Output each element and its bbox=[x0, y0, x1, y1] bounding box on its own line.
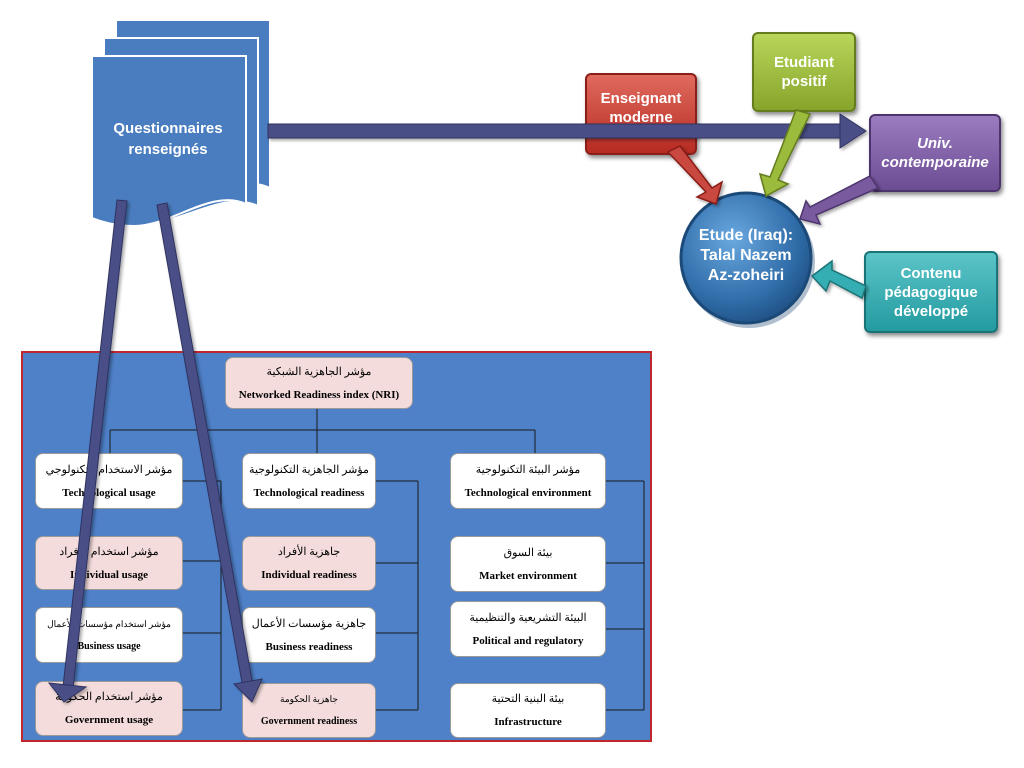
usage-head-en: Technological usage bbox=[62, 486, 156, 499]
readiness-head-node: مؤشر الجاهزية التكنولوجية Technological … bbox=[242, 453, 376, 509]
readiness-business-node: جاهزية مؤسسات الأعمال Business readiness bbox=[242, 607, 376, 663]
univ-line2: contemporaine bbox=[881, 154, 989, 171]
nri-diagram-panel: مؤشر الجاهزية الشبكية Networked Readines… bbox=[21, 351, 652, 742]
environment-head-node: مؤشر البيئة التكنولوجية Technological en… bbox=[450, 453, 606, 509]
environment-political-node: البيئة التشريعية والتنظيمية Political an… bbox=[450, 601, 606, 657]
etudiant-line2: positif bbox=[781, 73, 827, 90]
usage-government-ar: مؤشر استخدام الحكومة bbox=[55, 691, 163, 703]
environment-head-ar: مؤشر البيئة التكنولوجية bbox=[475, 463, 581, 476]
callout-etudiant-positif: Etudiant positif bbox=[752, 32, 856, 112]
usage-individual-en: Individual usage bbox=[70, 568, 148, 581]
study-circle bbox=[679, 191, 815, 328]
readiness-head-ar: مؤشر الجاهزية التكنولوجية bbox=[249, 463, 369, 476]
contenu-line1: Contenu bbox=[900, 264, 962, 282]
environment-market-en: Market environment bbox=[479, 569, 577, 582]
environment-infrastructure-node: بيئة البنية التحتية Infrastructure bbox=[450, 683, 606, 738]
nri-root-node: مؤشر الجاهزية الشبكية Networked Readines… bbox=[225, 357, 413, 409]
readiness-individual-node: جاهزية الأفراد Individual readiness bbox=[242, 536, 376, 591]
study-label-line1: Etude (Iraq): bbox=[698, 227, 794, 244]
usage-business-en: Business usage bbox=[77, 640, 141, 652]
callout-contenu-pedagogique: Contenu pédagogique développé bbox=[864, 251, 998, 333]
callout-univ-contemporaine: Univ. contemporaine bbox=[869, 114, 1001, 192]
etudiant-line1: Etudiant bbox=[774, 54, 834, 71]
contenu-line3: développé bbox=[893, 302, 969, 320]
readiness-government-node: جاهزية الحكومة Government readiness bbox=[242, 683, 376, 738]
readiness-individual-en: Individual readiness bbox=[261, 569, 357, 581]
nri-root-en: Networked Readiness index (NRI) bbox=[238, 388, 400, 401]
readiness-government-en: Government readiness bbox=[260, 716, 358, 727]
usage-head-ar: مؤشر الاستخدام التكنولوجي bbox=[45, 463, 173, 476]
environment-market-ar: بيئة السوق bbox=[503, 546, 553, 559]
usage-head-node: مؤشر الاستخدام التكنولوجي Technological … bbox=[35, 453, 183, 509]
callout-enseignant-moderne: Enseignant moderne bbox=[585, 73, 697, 155]
readiness-business-en: Business readiness bbox=[265, 640, 353, 653]
environment-political-en: Political and regulatory bbox=[472, 634, 584, 647]
univ-line1: Univ. bbox=[917, 135, 953, 152]
environment-head-en: Technological environment bbox=[464, 486, 592, 499]
readiness-head-en: Technological readiness bbox=[253, 486, 365, 499]
questionnaires-label-line2: renseignés bbox=[128, 141, 208, 158]
environment-infrastructure-en: Infrastructure bbox=[494, 716, 562, 728]
usage-government-node: مؤشر استخدام الحكومة Government usage bbox=[35, 681, 183, 736]
usage-business-node: مؤشر استخدام مؤسسات الأعمال Business usa… bbox=[35, 607, 183, 663]
questionnaires-label: Questionnaires renseignés bbox=[92, 118, 244, 160]
enseignant-line1: Enseignant bbox=[600, 90, 682, 107]
readiness-individual-ar: جاهزية الأفراد bbox=[277, 546, 341, 558]
environment-infrastructure-ar: بيئة البنية التحتية bbox=[491, 693, 565, 705]
environment-market-node: بيئة السوق Market environment bbox=[450, 536, 606, 592]
usage-business-ar: مؤشر استخدام مؤسسات الأعمال bbox=[47, 618, 171, 629]
nri-root-ar: مؤشر الجاهزية الشبكية bbox=[266, 365, 372, 378]
environment-political-ar: البيئة التشريعية والتنظيمية bbox=[469, 611, 587, 624]
study-circle-label: Etude (Iraq): Talal Nazem Az-zoheiri bbox=[684, 226, 808, 286]
usage-individual-ar: مؤشر استخدام الأفراد bbox=[59, 545, 159, 558]
enseignant-line2: moderne bbox=[609, 109, 673, 126]
questionnaires-label-line1: Questionnaires bbox=[113, 120, 223, 137]
contenu-line2: pédagogique bbox=[884, 283, 978, 301]
usage-government-en: Government usage bbox=[64, 714, 154, 726]
study-label-line2: Talal Nazem bbox=[700, 247, 792, 264]
study-label-line3: Az-zoheiri bbox=[707, 267, 785, 284]
readiness-business-ar: جاهزية مؤسسات الأعمال bbox=[251, 617, 367, 630]
usage-individual-node: مؤشر استخدام الأفراد Individual usage bbox=[35, 536, 183, 590]
readiness-government-ar: جاهزية الحكومة bbox=[280, 694, 338, 704]
